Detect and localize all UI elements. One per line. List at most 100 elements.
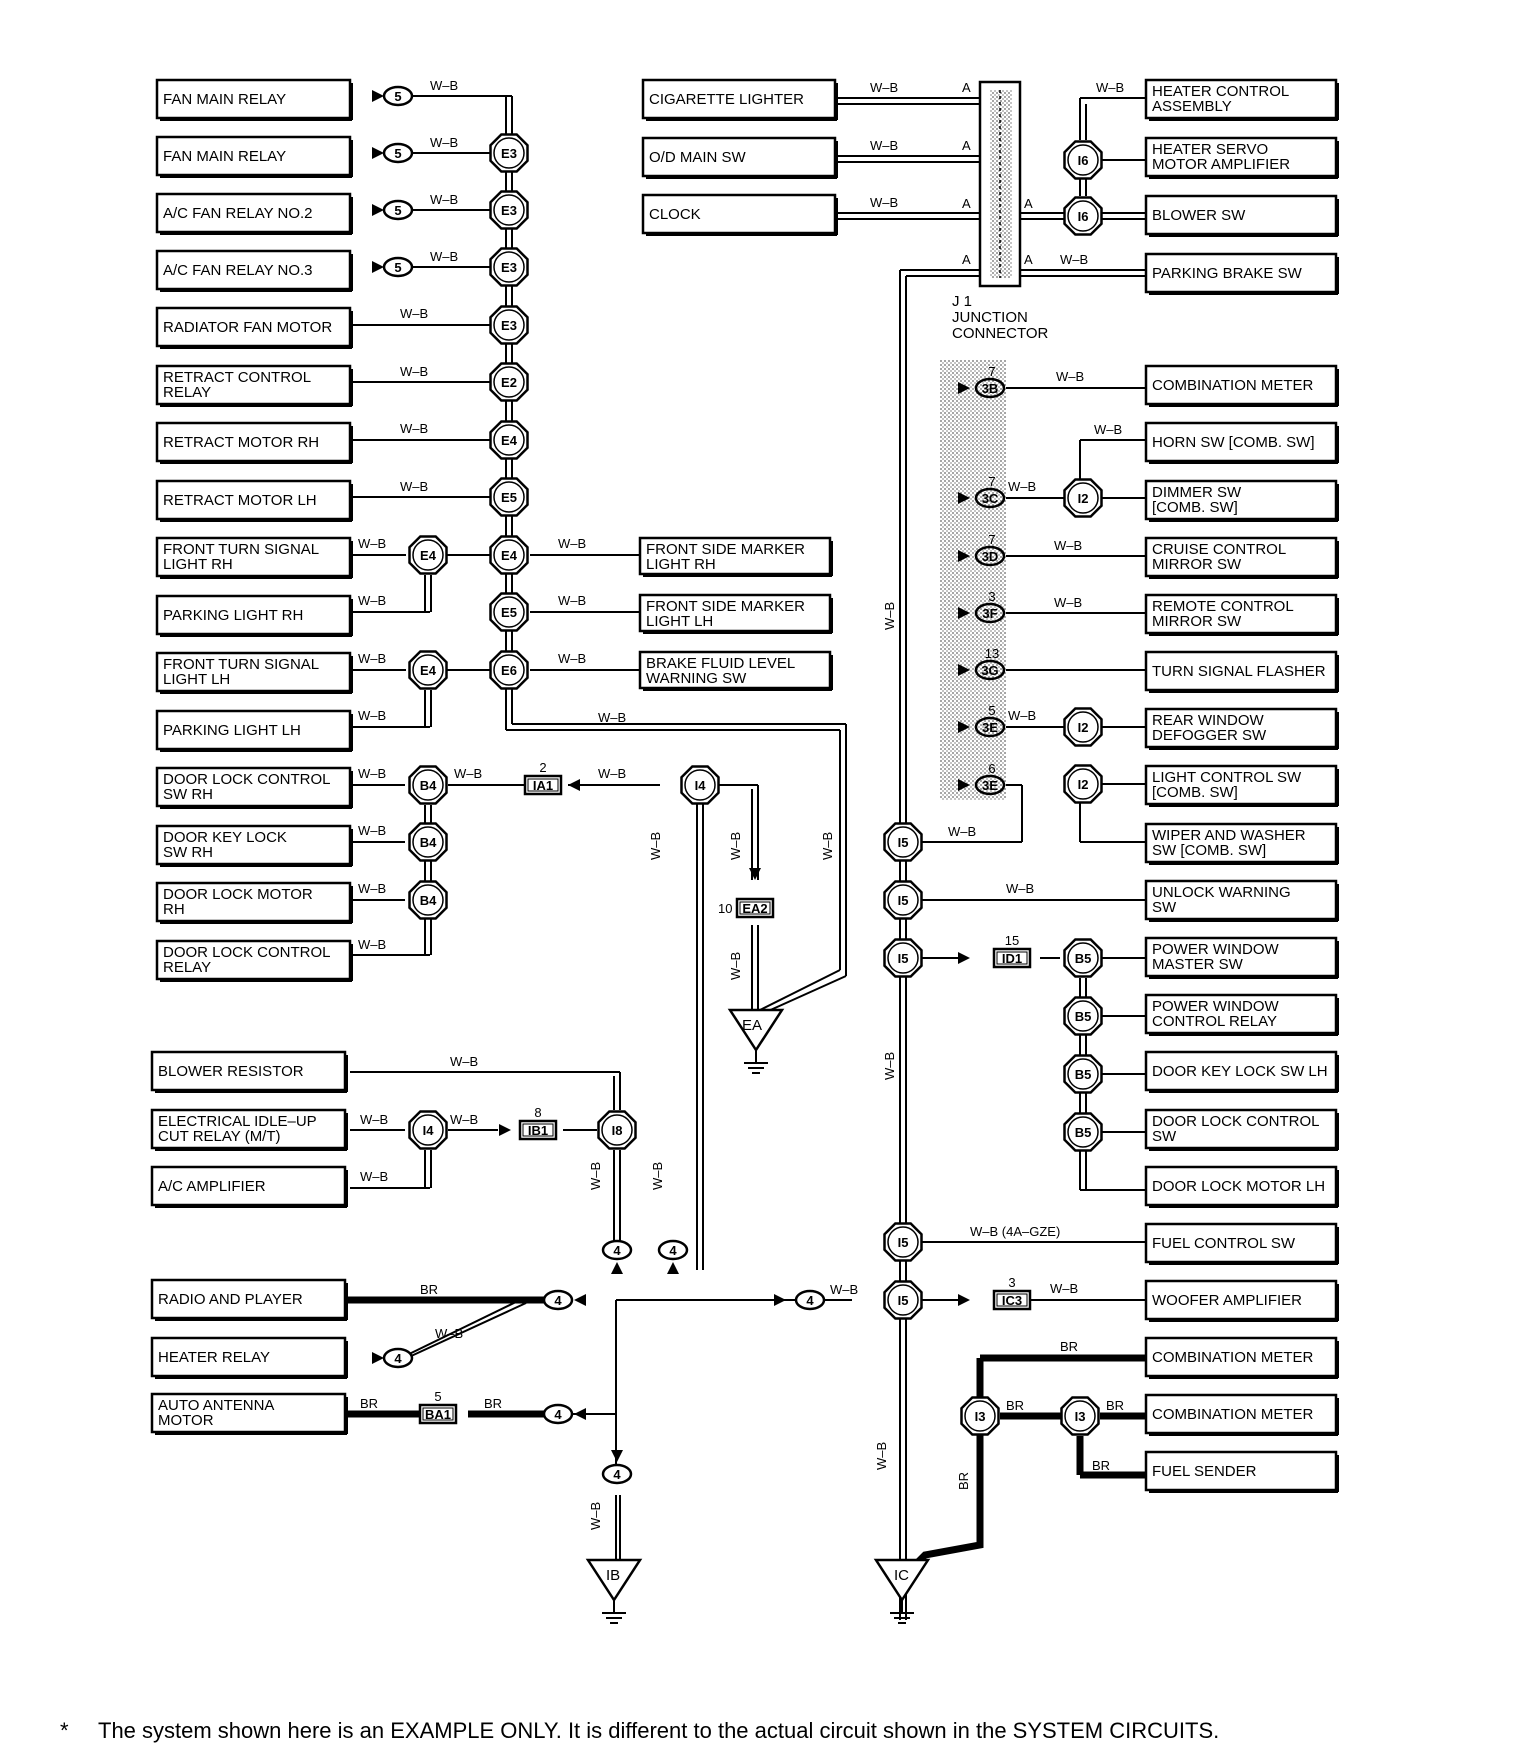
wire-code: W–B (650, 1162, 665, 1190)
connector-4: 4 (601, 1239, 633, 1261)
component-box-label: MIRROR SW (1152, 556, 1242, 573)
connector-e4: E4 (489, 535, 529, 575)
wire-code: W–B (400, 479, 428, 494)
connector-3C: 3C (974, 487, 1006, 509)
component-box-label: POWER WINDOW (1152, 941, 1279, 958)
connector-i3-label: I3 (1075, 1409, 1086, 1424)
connector-i4: I4 (408, 1110, 448, 1150)
connector-4-label: 4 (806, 1293, 814, 1308)
connector-3E: 3E (974, 716, 1006, 738)
connector-4-label: 4 (669, 1243, 677, 1258)
connector-e3: E3 (489, 133, 529, 173)
connector-e5-label: E5 (501, 490, 517, 505)
br-wires (346, 1296, 1146, 1573)
wire-code: W–B (430, 78, 458, 93)
component-box-label: LIGHT RH (646, 556, 716, 573)
connector-i3-label: I3 (975, 1409, 986, 1424)
component-box: CIGARETTE LIGHTER (641, 78, 838, 121)
connector-i2-label: I2 (1078, 777, 1089, 792)
arrow-mark (958, 607, 970, 619)
component-box: HORN SW [COMB. SW] (1144, 421, 1339, 464)
component-box-label: FRONT SIDE MARKER (646, 598, 805, 615)
component-box-label: DOOR LOCK CONTROL (163, 771, 331, 788)
connector-e6: E6 (489, 650, 529, 690)
connector-5-label: 5 (394, 146, 401, 161)
connector-4-label: 4 (613, 1467, 621, 1482)
connector-i4-label: I4 (695, 778, 707, 793)
component-box: FRONT TURN SIGNAL LIGHT RH (155, 536, 353, 579)
component-box-label: PARKING BRAKE SW (1152, 265, 1303, 282)
pin-number: 7 (988, 474, 995, 489)
component-box: DOOR LOCK MOTOR LH (1144, 1165, 1339, 1208)
component-box: COMBINATION METER (1144, 1393, 1339, 1436)
footer-star: * (60, 1718, 69, 1743)
component-box: PARKING BRAKE SW (1144, 252, 1339, 295)
component-box: BLOWER RESISTOR (150, 1050, 348, 1093)
component-box-label: PARKING LIGHT LH (163, 722, 301, 739)
connector-b5: B5 (1063, 996, 1103, 1036)
connector-i5-label: I5 (898, 893, 909, 908)
connector-3B-label: 3B (982, 381, 999, 396)
splice-ea2-label: EA2 (742, 901, 767, 916)
pin-number: 13 (985, 646, 999, 661)
wire-code: W–B (358, 766, 386, 781)
junction-connector: A A A A A A J 1 JUNCTION CONNECTOR (952, 80, 1049, 342)
connector-e3-label: E3 (501, 318, 517, 333)
component-box: RETRACT MOTOR LH (155, 479, 353, 522)
component-box-label: RH (163, 901, 185, 918)
connector-b4: B4 (408, 880, 448, 920)
connector-i5-label: I5 (898, 951, 909, 966)
wire-code: W–B (430, 192, 458, 207)
connector-e2-label: E2 (501, 375, 517, 390)
pin-number: 5 (988, 703, 995, 718)
connector-i2-label: I2 (1078, 491, 1089, 506)
wire-code: W–B (588, 1162, 603, 1190)
arrow-mark (574, 1294, 586, 1306)
wire-code: W–B (358, 881, 386, 896)
junction-pin: A (962, 138, 971, 153)
wire-code: W–B (820, 832, 835, 860)
component-box-label: LIGHT LH (163, 671, 230, 688)
wire-code: BR (1060, 1339, 1078, 1354)
connector-e4-label: E4 (420, 548, 437, 563)
component-box: COMBINATION METER (1144, 1336, 1339, 1379)
wire-labels: 10W–BW–BW–BW–BW–BW–BW–BW–BW–BW–BW–BW–BW–… (358, 78, 1124, 1530)
connector-b5: B5 (1063, 1054, 1103, 1094)
wire-code: W–B (874, 1442, 889, 1470)
wire-code: W–B (400, 421, 428, 436)
component-box: RETRACT MOTOR RH (155, 421, 353, 464)
junction-pin: A (1024, 196, 1033, 211)
wire-code: W–B (1006, 881, 1034, 896)
component-box-label: UNLOCK WARNING (1152, 884, 1291, 901)
connector-i5-label: I5 (898, 1235, 909, 1250)
component-box-label: CLOCK (649, 206, 701, 223)
connector-b5-label: B5 (1075, 1067, 1092, 1082)
connector-e4-label: E4 (420, 663, 437, 678)
component-box-label: HORN SW [COMB. SW] (1152, 434, 1315, 451)
wire-code: W–B (430, 249, 458, 264)
wire-code: W–B (1060, 252, 1088, 267)
connector-3E-label: 3E (982, 778, 998, 793)
arrow-mark (667, 1262, 679, 1274)
component-box-label: FAN MAIN RELAY (163, 91, 286, 108)
component-box-label: [COMB. SW] (1152, 499, 1238, 516)
component-box-label: DOOR LOCK MOTOR (163, 886, 313, 903)
wire-code: W–B (598, 710, 626, 725)
footer-note: *The system shown here is an EXAMPLE ONL… (60, 1718, 1500, 1744)
component-box-label: WOOFER AMPLIFIER (1152, 1292, 1302, 1309)
wire-code: W–B (450, 1112, 478, 1127)
junction-label: JUNCTION (952, 309, 1028, 326)
connector-i6: I6 (1063, 196, 1103, 236)
component-box-label: RADIATOR FAN MOTOR (163, 319, 332, 336)
wire-code: W–B (358, 708, 386, 723)
component-box-label: A/C FAN RELAY NO.2 (163, 205, 313, 222)
component-box: FAN MAIN RELAY (155, 135, 353, 178)
connector-5: 5 (382, 85, 414, 107)
